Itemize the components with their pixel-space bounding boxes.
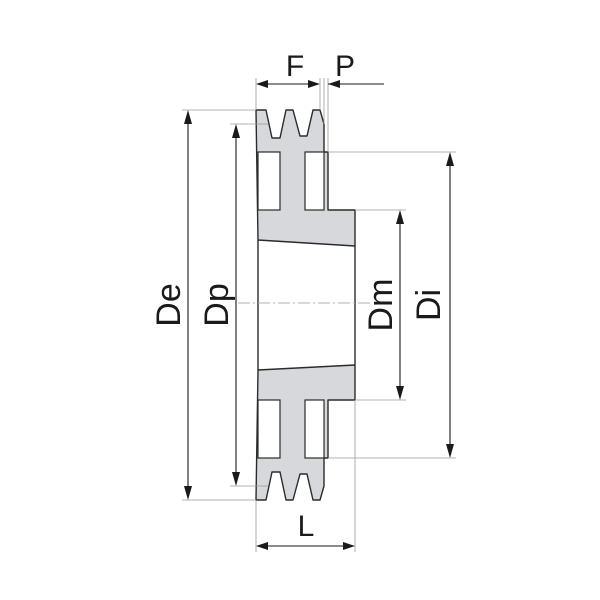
label-dp: Dp xyxy=(198,283,236,326)
dim-de-arrow-bottom xyxy=(184,486,192,500)
dim-de-arrow-top xyxy=(184,110,192,124)
label-p: P xyxy=(335,50,355,83)
dim-dm-arrow-top xyxy=(396,210,404,224)
dim-l-arrow-right xyxy=(343,542,355,550)
dim-f-arrow-left xyxy=(256,80,268,88)
upper-web-window-left xyxy=(257,151,281,211)
label-l: L xyxy=(298,510,315,543)
upper-web-window-right xyxy=(304,151,325,211)
lower-web-window-right xyxy=(304,399,325,459)
label-de: De xyxy=(150,283,188,326)
lower-web-window-left xyxy=(257,399,281,459)
dim-di-arrow-bottom xyxy=(446,444,454,458)
dim-dm-arrow-bottom xyxy=(396,386,404,400)
dim-dp-arrow-bottom xyxy=(232,472,240,486)
dim-di-arrow-top xyxy=(446,152,454,166)
dim-f-arrow-right xyxy=(308,80,320,88)
dim-p-arrow xyxy=(328,80,340,88)
label-f: F xyxy=(286,50,304,83)
label-di: Di xyxy=(410,289,448,321)
dim-l-arrow-left xyxy=(256,542,268,550)
label-dm: Dm xyxy=(362,279,400,332)
dim-dp-arrow-top xyxy=(232,124,240,138)
